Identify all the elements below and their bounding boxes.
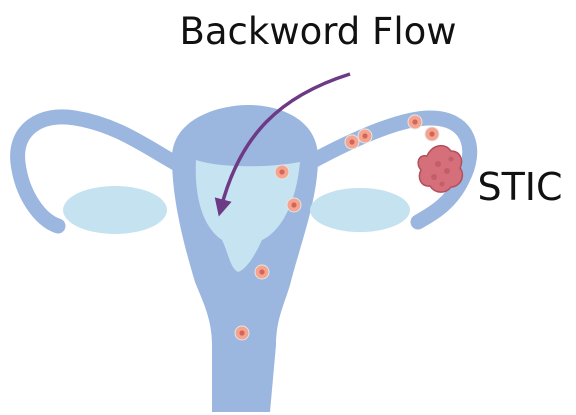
cell-dot [291,202,296,207]
right-ovary [310,188,410,232]
left-ovary [63,186,167,234]
backword-flow-label: Backword Flow [180,10,457,53]
cell-dot [429,131,434,136]
cell-dot [349,139,354,144]
cell-dot [259,269,264,274]
cell-dot [362,133,367,138]
stic-tumor [418,146,462,192]
stic-label: STIC [477,165,562,209]
cell-dot [279,169,284,174]
cell-dot [239,330,244,335]
cell-dot [412,119,417,124]
